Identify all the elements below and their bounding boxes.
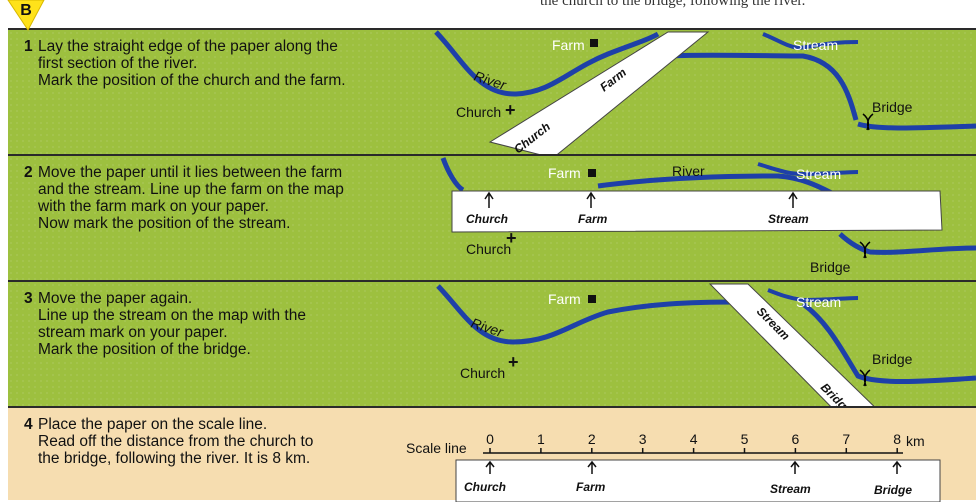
farm-label: Farm [548, 291, 581, 307]
step-line: and the stream. Line up the farm on the … [38, 181, 344, 198]
paper-church-mark: Church [466, 212, 508, 226]
arrow-icon [790, 460, 800, 474]
river-line [838, 232, 976, 255]
arrow-icon [586, 191, 596, 208]
step-line: first section of the river. [38, 55, 198, 72]
farm-label: Farm [552, 37, 585, 53]
scale-tick-label: 7 [842, 431, 850, 447]
stream-line [767, 288, 859, 303]
arrow-icon [892, 460, 902, 474]
stream-label: Stream [796, 166, 841, 182]
step-line: with the farm mark on your paper. [38, 198, 269, 215]
river-line [434, 30, 660, 97]
stream-label: Stream [793, 37, 838, 53]
step-line: Move the paper until it lies between the… [38, 164, 343, 181]
scale-tick-label: 0 [486, 431, 494, 447]
bridge-label: Bridge [872, 99, 913, 115]
stream-line [762, 32, 859, 51]
arrow-icon [587, 460, 597, 474]
bridge-icon [859, 369, 871, 387]
paper-strip [488, 31, 710, 156]
step-line: Lay the straight edge of the paper along… [38, 38, 338, 55]
step-3-text: 3 Move the paper again. Line up the stre… [24, 290, 408, 358]
church-icon: + [505, 100, 516, 120]
step-1-panel: 1 Lay the straight edge of the paper alo… [8, 28, 976, 156]
step-4-panel: 4 Place the paper on the scale line. Rea… [8, 406, 976, 502]
paper-strip [708, 283, 877, 408]
farm-label: Farm [548, 165, 581, 181]
scale-tick-label: 5 [741, 431, 749, 447]
paper-church-mark: Church [464, 480, 506, 494]
paper-stream-mark: Stream [770, 482, 811, 496]
river-line [857, 121, 976, 131]
step-number: 3 [24, 290, 33, 307]
farm-icon [588, 169, 596, 177]
scale-tick-label: 6 [792, 431, 800, 447]
step-2-panel: 2 Move the paper until it lies between t… [8, 154, 976, 280]
river-line [801, 301, 976, 384]
scale-tick-label: 1 [537, 431, 545, 447]
farm-icon [588, 295, 596, 303]
step-line: stream mark on your paper. [38, 324, 228, 341]
bridge-icon [859, 241, 871, 259]
river-line [662, 52, 859, 121]
paper-farm-mark: Farm [578, 212, 608, 226]
step-line: Mark the position of the church and the … [38, 72, 346, 89]
top-cut-text: the church to the bridge, following the … [540, 0, 806, 9]
scale-line-label: Scale line [406, 440, 467, 456]
section-badge: B [7, 0, 45, 31]
scale-tick-label: 2 [588, 431, 596, 447]
river-line [597, 173, 840, 199]
step-1-map: River Farm Church + Stream Bridge Farm C… [434, 30, 976, 156]
step-number: 2 [24, 164, 33, 181]
river-line [436, 284, 739, 345]
scale-diagram: Scale line 0 1 2 3 4 5 6 7 8 km Church Farm Stre… [406, 431, 941, 502]
scale-tick-label: 4 [690, 431, 698, 447]
bridge-icon [862, 113, 874, 131]
step-line: Line up the stream on the map with the [38, 307, 306, 324]
church-label: Church [456, 104, 501, 120]
step-line: the bridge, following the river. It is 8… [38, 450, 311, 467]
step-3-panel: 3 Move the paper again. Line up the stre… [8, 280, 976, 408]
step-4-text: 4 Place the paper on the scale line. Rea… [24, 416, 408, 467]
step-2-text: 2 Move the paper until it lies between t… [24, 164, 408, 232]
step-number: 4 [24, 416, 33, 433]
step-line: Now mark the position of the stream. [38, 215, 291, 232]
bridge-label: Bridge [872, 351, 913, 367]
church-icon: + [508, 352, 519, 372]
scale-tick-label: 8 [893, 431, 901, 447]
step-line: Read off the distance from the church to [38, 433, 314, 450]
paper-bridge-mark: Bridge [874, 483, 912, 497]
arrow-icon [788, 191, 798, 208]
badge-triangle [7, 0, 45, 31]
badge-letter: B [20, 2, 32, 19]
stream-line [757, 162, 859, 177]
paper-strip [455, 459, 941, 502]
paper-strip [451, 190, 943, 233]
scale-ticks: 0 1 2 3 4 5 6 7 8 [486, 431, 901, 453]
river-line [440, 157, 465, 193]
arrow-icon [485, 460, 495, 474]
river-label: River [672, 163, 705, 179]
farm-icon [590, 39, 598, 47]
church-icon: + [506, 228, 517, 248]
stream-label: Stream [796, 294, 841, 310]
step-1-text: 1 Lay the straight edge of the paper alo… [24, 38, 408, 89]
scale-tick-label: 3 [639, 431, 647, 447]
church-label: Church [466, 241, 511, 257]
step-number: 1 [24, 38, 33, 55]
step-line: Place the paper on the scale line. [38, 416, 268, 433]
paper-stream-mark: Stream [768, 212, 809, 226]
step-2-map: Farm River Stream Church + Bridge Church… [440, 157, 976, 275]
step-line: Move the paper again. [38, 290, 193, 307]
arrow-icon [484, 191, 494, 208]
bridge-label: Bridge [810, 259, 851, 275]
church-label: Church [460, 365, 505, 381]
paper-farm-mark: Farm [576, 480, 606, 494]
scale-unit: km [906, 433, 925, 449]
step-3-map: River Farm Stream Church + Bridge Stream… [436, 283, 976, 408]
step-line: Mark the position of the bridge. [38, 341, 251, 358]
